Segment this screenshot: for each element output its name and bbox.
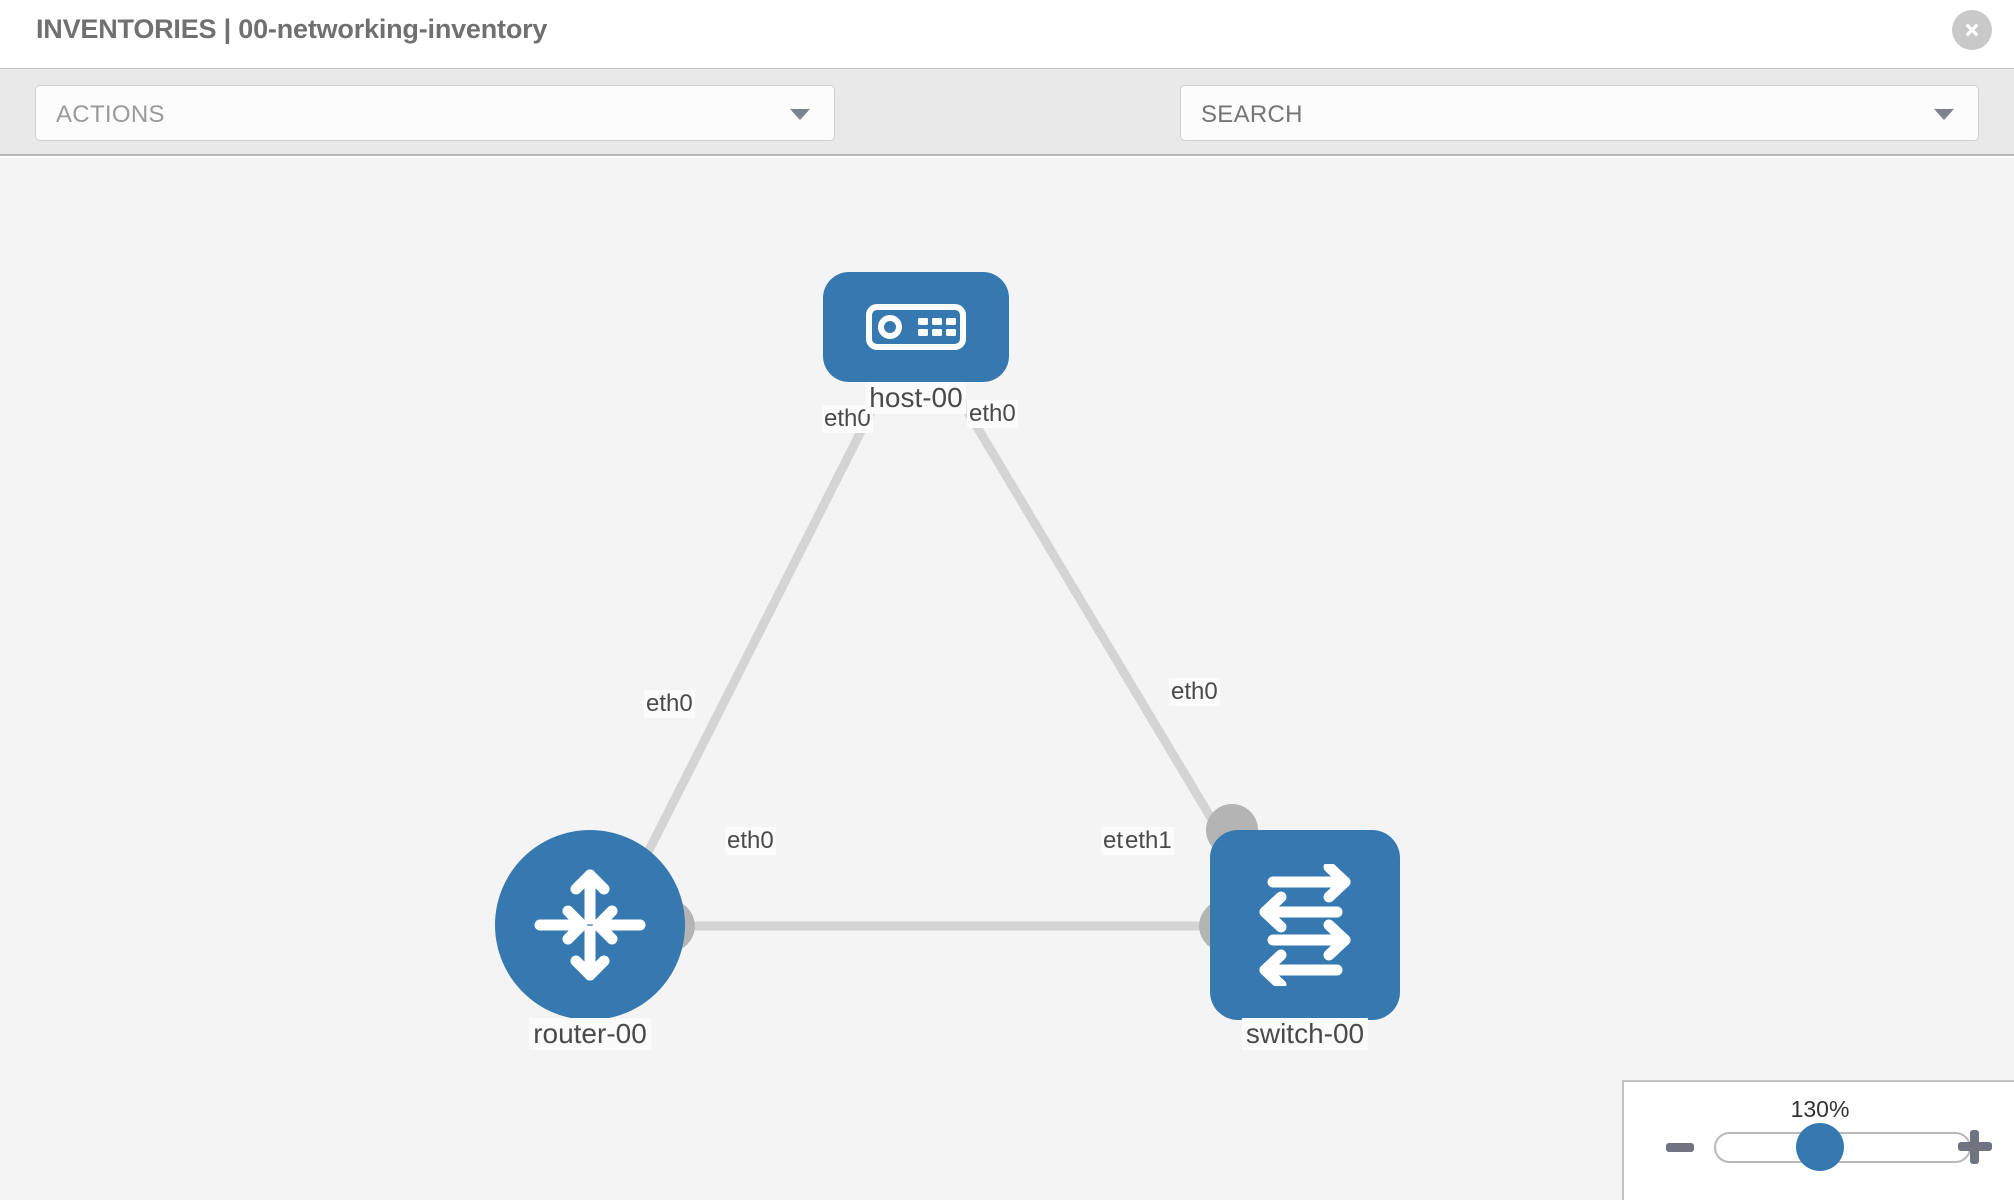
iface-label-host-right: eth0	[967, 400, 1018, 428]
iface-label-router-right: eth0	[725, 827, 776, 855]
connector-switch-left	[1199, 903, 1213, 949]
zoom-control-panel: 130%	[1622, 1080, 2014, 1200]
node-router-00[interactable]: router-00	[495, 830, 685, 1050]
router-arrows-icon	[534, 869, 646, 981]
iface-label-switch-left-front: eth1	[1123, 827, 1174, 855]
actions-dropdown[interactable]: ACTIONS	[35, 85, 835, 141]
search-input[interactable]	[1201, 101, 1901, 129]
iface-label-host-left: eth0	[822, 405, 873, 433]
iface-label-router-top: eth0	[644, 690, 695, 718]
router-node-shape	[495, 830, 685, 1020]
zoom-slider-thumb[interactable]	[1796, 1123, 1844, 1171]
topology-canvas[interactable]: eth0 eth0 eth0 eth0 eth0 eth0 eth1	[0, 158, 2014, 1200]
page-header: INVENTORIES | 00-networking-inventory	[0, 0, 2014, 68]
search-field[interactable]	[1180, 85, 1979, 141]
node-label-router-00: router-00	[529, 1018, 651, 1050]
zoom-out-button[interactable]	[1666, 1143, 1694, 1152]
toolbar: ACTIONS	[0, 68, 2014, 202]
link-host-switch	[946, 379, 1239, 861]
link-host-router	[635, 379, 891, 871]
host-node-shape	[823, 272, 1009, 382]
topology-connectors	[681, 376, 1258, 949]
switch-node-shape	[1210, 830, 1400, 1020]
iface-label-switch-top: eth0	[1169, 678, 1220, 706]
zoom-in-button[interactable]	[1958, 1130, 1992, 1164]
node-label-switch-00: switch-00	[1241, 1018, 1369, 1050]
node-label-host-00: host-00	[865, 382, 967, 414]
server-rack-icon	[866, 304, 966, 350]
node-host-00[interactable]: host-00	[823, 272, 1009, 414]
actions-dropdown-label: ACTIONS	[56, 101, 165, 128]
switch-arrows-icon	[1259, 864, 1351, 986]
page-title: INVENTORIES | 00-networking-inventory	[36, 14, 548, 44]
close-icon[interactable]	[1952, 10, 1992, 50]
topology-links	[635, 379, 1239, 931]
zoom-level-value: 130%	[1790, 1096, 1850, 1122]
chevron-down-icon[interactable]	[1934, 109, 1954, 120]
chevron-down-icon	[790, 109, 810, 120]
node-switch-00[interactable]: switch-00	[1210, 830, 1400, 1050]
